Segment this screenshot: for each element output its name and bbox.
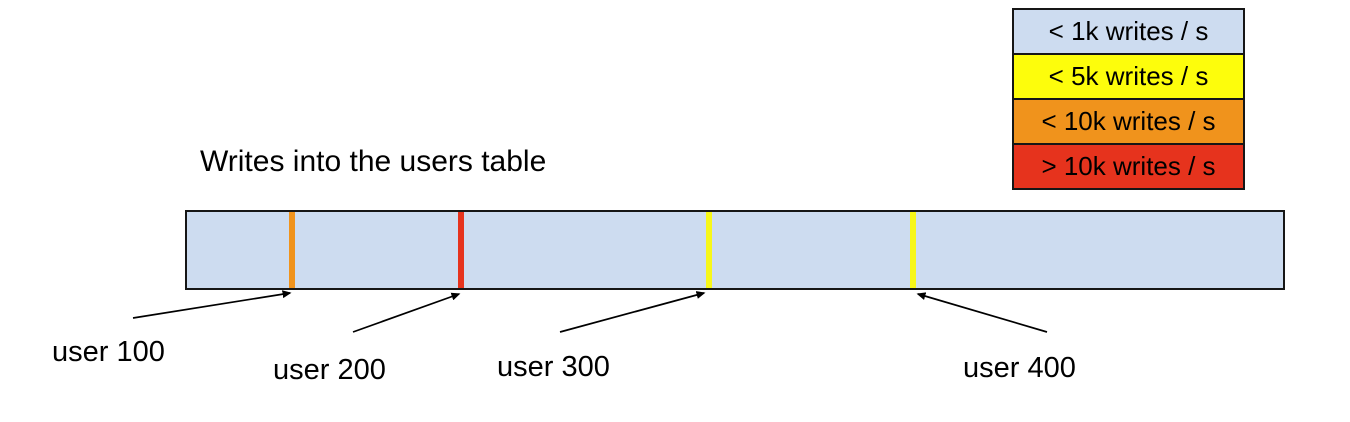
legend-item-lt-10k: < 10k writes / s — [1012, 98, 1245, 145]
label-user-300: user 300 — [497, 351, 610, 383]
legend: < 1k writes / s < 5k writes / s < 10k wr… — [1012, 8, 1245, 190]
arrow-user-200 — [352, 292, 461, 333]
legend-item-gt-10k: > 10k writes / s — [1012, 143, 1245, 190]
hotspot-marker-user-200 — [458, 212, 464, 288]
legend-item-lt-5k: < 5k writes / s — [1012, 53, 1245, 100]
arrow-user-300 — [559, 291, 706, 333]
label-user-100: user 100 — [52, 336, 165, 368]
hotspot-marker-user-100 — [289, 212, 295, 288]
arrow-user-100 — [132, 290, 292, 319]
diagram-title: Writes into the users table — [200, 145, 547, 178]
label-user-200: user 200 — [273, 354, 386, 386]
users-table-bar — [185, 210, 1285, 290]
hotspot-marker-user-400 — [910, 212, 916, 288]
hotspot-marker-user-300 — [706, 212, 712, 288]
label-user-400: user 400 — [963, 352, 1076, 384]
arrow-user-400 — [916, 292, 1048, 333]
legend-item-lt-1k: < 1k writes / s — [1012, 8, 1245, 55]
